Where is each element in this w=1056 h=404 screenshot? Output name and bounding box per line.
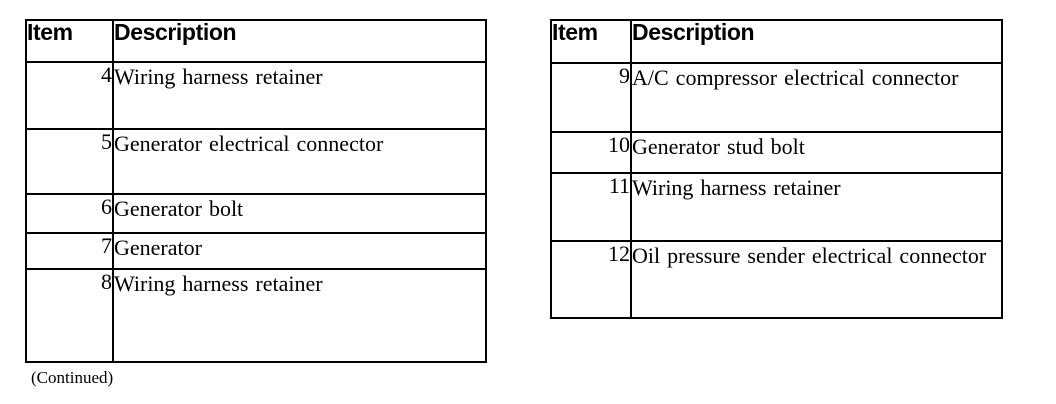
table-row: 5 Generator electrical connector xyxy=(25,128,487,195)
table-header-row: Item Description xyxy=(25,19,487,63)
table-header-row: Item Description xyxy=(550,19,1003,64)
cell-item-description: A/C compressor electrical connector xyxy=(630,62,1003,133)
cell-item-number: 5 xyxy=(25,128,114,195)
cell-item-description: Wiring harness retainer xyxy=(112,61,487,130)
cell-item-number: 10 xyxy=(550,131,632,174)
column-header-item: Item xyxy=(25,19,114,63)
cell-item-description: Generator bolt xyxy=(112,193,487,234)
cell-item-description: Generator xyxy=(112,232,487,270)
cell-item-description: Wiring harness retainer xyxy=(630,172,1003,242)
cell-item-description: Wiring harness retainer xyxy=(112,268,487,363)
cell-item-number: 9 xyxy=(550,62,632,133)
column-header-description: Description xyxy=(112,19,487,63)
column-header-description: Description xyxy=(630,19,1003,64)
continued-note: (Continued) xyxy=(31,368,114,387)
cell-item-number: 12 xyxy=(550,240,632,319)
table-row: 10 Generator stud bolt xyxy=(550,131,1003,174)
table-row: 12 Oil pressure sender electrical connec… xyxy=(550,240,1003,319)
table-row: 4 Wiring harness retainer xyxy=(25,61,487,130)
parts-table-right: Item Description 9 A/C compressor electr… xyxy=(550,19,1003,319)
cell-item-number: 6 xyxy=(25,193,114,234)
table-row: 6 Generator bolt xyxy=(25,193,487,234)
cell-item-description: Generator stud bolt xyxy=(630,131,1003,174)
table-row: 11 Wiring harness retainer xyxy=(550,172,1003,242)
table-row: 7 Generator xyxy=(25,232,487,270)
column-header-item: Item xyxy=(550,19,632,64)
cell-item-description: Generator electrical connector xyxy=(112,128,487,195)
cell-item-description: Oil pressure sender electrical connector xyxy=(630,240,1003,319)
cell-item-number: 7 xyxy=(25,232,114,270)
table-row: 8 Wiring harness retainer xyxy=(25,268,487,363)
cell-item-number: 8 xyxy=(25,268,114,363)
parts-table-left: Item Description 4 Wiring harness retain… xyxy=(25,19,487,363)
cell-item-number: 11 xyxy=(550,172,632,242)
cell-item-number: 4 xyxy=(25,61,114,130)
table-row: 9 A/C compressor electrical connector xyxy=(550,62,1003,133)
